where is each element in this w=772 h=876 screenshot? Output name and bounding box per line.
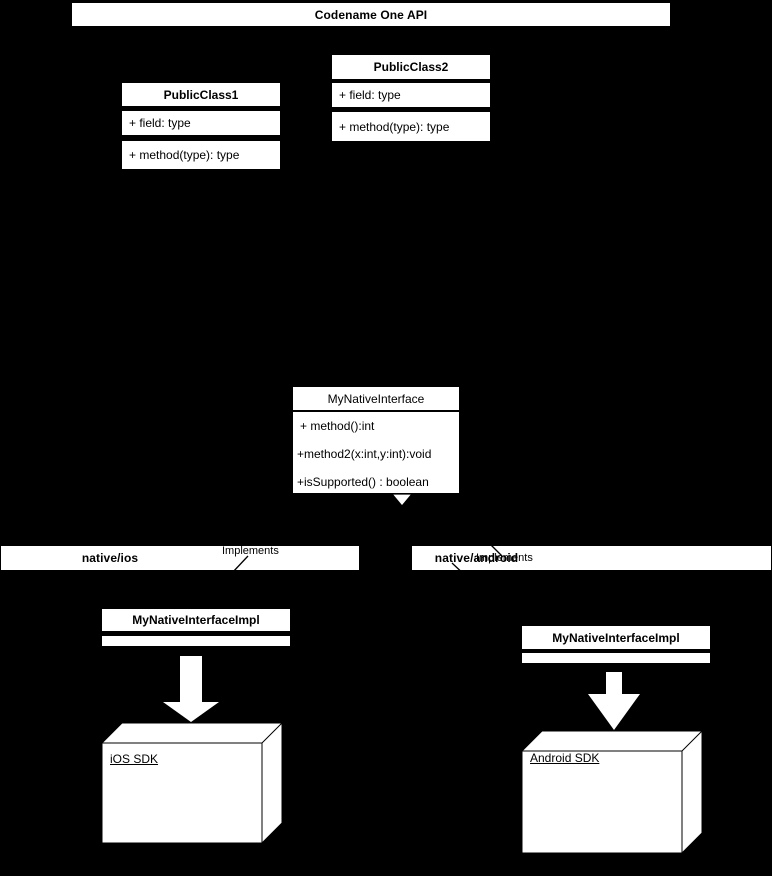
- generalization-arrowhead: [390, 493, 414, 508]
- interface-mynativeinterface-title: MyNativeInterface: [292, 386, 460, 411]
- native-ios-package-label: native/ios: [81, 551, 139, 565]
- implements-text-ios: Implements: [222, 545, 279, 557]
- node-ios-sdk-label: iOS SDK: [110, 752, 159, 766]
- node-android-sdk-label: Android SDK: [530, 751, 600, 765]
- block-arrow-android: [588, 672, 640, 730]
- native-ios-package-banner: native/ios: [0, 545, 360, 571]
- node-ios-sdk-shape: [101, 722, 283, 844]
- implements-text-android: Implements: [476, 552, 533, 564]
- block-arrow-ios: [163, 656, 219, 722]
- node-ios-sdk: iOS SDK: [101, 722, 283, 846]
- class-publicclass2-title: PublicClass2: [331, 54, 491, 80]
- interface-mynativeinterface-name: MyNativeInterface: [327, 391, 425, 406]
- api-package-banner: Codename One API: [71, 2, 671, 27]
- class-android-impl-name: MyNativeInterfaceImpl: [552, 630, 680, 645]
- class-publicclass2-method: + method(type): type: [339, 119, 450, 134]
- interface-method-row: +isSupported() : boolean: [293, 468, 463, 495]
- class-publicclass1-name: PublicClass1: [163, 87, 239, 102]
- class-publicclass1-title: PublicClass1: [121, 82, 281, 107]
- interface-method-0: + method():int: [300, 419, 375, 433]
- class-android-impl-body: [521, 652, 711, 664]
- class-publicclass1-field-row: + field: type: [121, 110, 281, 136]
- interface-mynativeinterface-methods: + method():int +method2(x:int,y:int):voi…: [292, 411, 460, 494]
- interface-method-row: +method2(x:int,y:int):void: [293, 440, 463, 468]
- interface-method-2: +isSupported() : boolean: [297, 474, 429, 489]
- class-publicclass2-field-row: + field: type: [331, 82, 491, 108]
- class-publicclass2-method-row: + method(type): type: [331, 111, 491, 142]
- implements-label-android: Implements: [476, 552, 533, 564]
- class-android-impl-title: MyNativeInterfaceImpl: [521, 625, 711, 650]
- class-publicclass1-method-row: + method(type): type: [121, 140, 281, 170]
- class-ios-impl-name: MyNativeInterfaceImpl: [132, 613, 260, 627]
- interface-method-row: + method():int: [293, 412, 466, 440]
- api-package-label: Codename One API: [314, 7, 428, 22]
- native-android-package-banner: native/android: [411, 545, 772, 571]
- class-ios-impl-body: [101, 635, 291, 647]
- class-publicclass2-field: + field: type: [339, 88, 401, 102]
- class-publicclass1-method: + method(type): type: [129, 148, 240, 162]
- implements-label-ios: Implements: [222, 545, 279, 557]
- interface-method-1: +method2(x:int,y:int):void: [297, 447, 432, 461]
- class-publicclass2-name: PublicClass2: [373, 60, 449, 74]
- class-ios-impl-title: MyNativeInterfaceImpl: [101, 608, 291, 632]
- class-publicclass1-field: + field: type: [129, 116, 191, 130]
- node-android-sdk: Android SDK: [521, 730, 703, 856]
- node-android-sdk-shape: [521, 730, 703, 854]
